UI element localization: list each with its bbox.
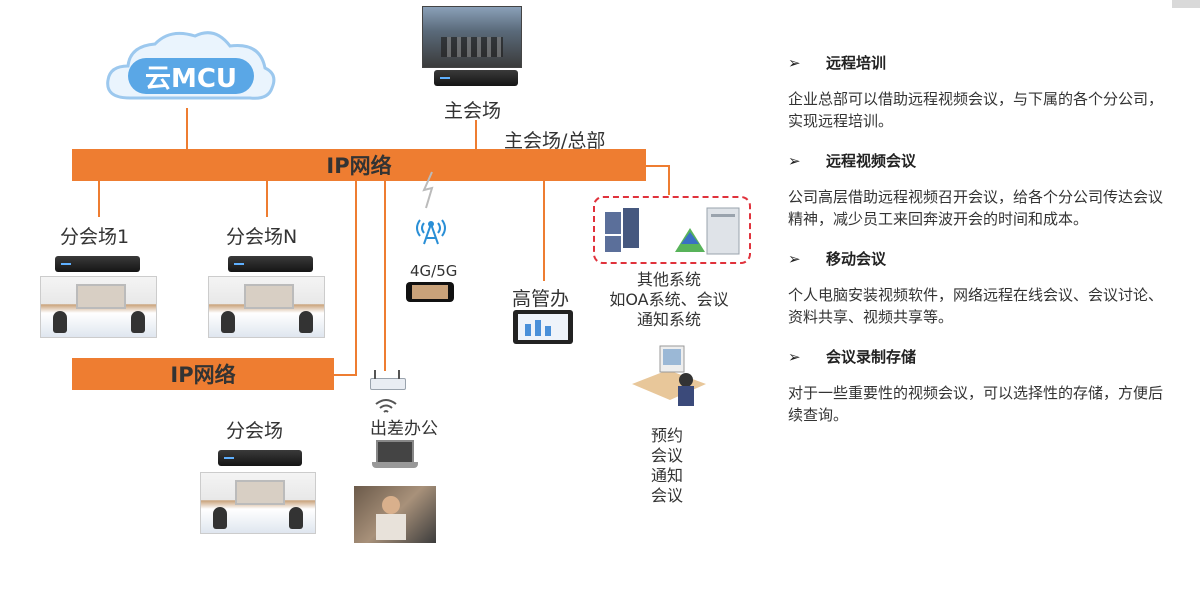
branchN-codec [228, 256, 313, 272]
arrow-icon: ➢ [788, 52, 826, 74]
booking-line2: 会议 [632, 446, 702, 466]
exec-link [543, 181, 545, 281]
branchN-photo [208, 276, 325, 338]
tablet-icon [513, 310, 573, 344]
feature-heading-3: ➢移动会议 [788, 248, 1168, 270]
main-venue-label: 主会场 [444, 96, 501, 123]
branch1-label: 分会场1 [60, 222, 129, 249]
other-systems-link-h [646, 165, 670, 167]
secondary-link-h [333, 374, 357, 376]
lightning-icon [420, 170, 442, 210]
signal-tower-icon [414, 212, 448, 246]
corner-decoration [1172, 0, 1200, 8]
travel-photo [354, 486, 436, 543]
branch1-photo [40, 276, 157, 338]
travel-label: 出差办公 [370, 414, 438, 439]
other-systems-label: 其他系统 如OA系统、会议 通知系统 [586, 270, 752, 330]
feature-text-2: 公司高层借助远程视频召开会议，给各个分公司传达会议精神，减少员工来回奔波开会的时… [788, 186, 1168, 230]
branchN-label: 分会场N [226, 222, 297, 249]
ip-network-secondary: IP网络 [72, 358, 334, 390]
branch1-codec [55, 256, 140, 272]
cloud-mcu: 云MCU [100, 28, 280, 108]
other-systems-line3: 通知系统 [586, 310, 752, 330]
feature-heading-1: ➢远程培训 [788, 52, 1168, 74]
feature-text-1: 企业总部可以借助远程视频会议，与下属的各个分公司，实现远程培训。 [788, 88, 1168, 132]
other-systems-line2: 如OA系统、会议 [586, 290, 752, 310]
branch-label: 分会场 [226, 416, 283, 443]
cloud-link [186, 108, 188, 150]
ip-network-main-label: IP网络 [326, 150, 391, 180]
feature-heading-4: ➢会议录制存储 [788, 346, 1168, 368]
feature-list: ➢远程培训 企业总部可以借助远程视频会议，与下属的各个分公司，实现远程培训。 ➢… [788, 52, 1168, 444]
main-venue-link [475, 120, 477, 150]
booking-line4: 会议 [632, 486, 702, 506]
cloud-label: 云MCU [128, 58, 254, 94]
workstation-icon [628, 340, 708, 416]
travel-link [384, 181, 386, 371]
arrow-icon: ➢ [788, 150, 826, 172]
other-systems-link-v [668, 165, 670, 195]
mobile-label: 4G/5G [410, 262, 457, 280]
booking-line1: 预约 [632, 426, 702, 446]
main-venue-photo [422, 6, 522, 68]
branch-codec [218, 450, 302, 466]
ip-network-secondary-label: IP网络 [170, 359, 235, 389]
branch1-link [98, 181, 100, 217]
branchN-link [266, 181, 268, 217]
main-venue-codec [434, 70, 518, 86]
laptop-icon [372, 440, 418, 470]
booking-line3: 通知 [632, 466, 702, 486]
arrow-icon: ➢ [788, 248, 826, 270]
exec-office-label: 高管办 [512, 284, 569, 311]
feature-text-4: 对于一些重要性的视频会议，可以选择性的存储，方便后续查询。 [788, 382, 1168, 426]
servers-icon [595, 198, 749, 262]
smartphone-icon [406, 282, 454, 302]
other-systems-box [593, 196, 751, 264]
feature-text-3: 个人电脑安装视频软件，网络远程在线会议、会议讨论、资料共享、视频共享等。 [788, 284, 1168, 328]
ip-network-main: IP网络 [72, 149, 646, 181]
secondary-link-v [355, 181, 357, 376]
booking-label: 预约 会议 通知 会议 [632, 426, 702, 506]
wifi-router-icon [370, 370, 404, 388]
feature-heading-2: ➢远程视频会议 [788, 150, 1168, 172]
arrow-icon: ➢ [788, 346, 826, 368]
other-systems-line1: 其他系统 [586, 270, 752, 290]
branch-photo [200, 472, 316, 534]
